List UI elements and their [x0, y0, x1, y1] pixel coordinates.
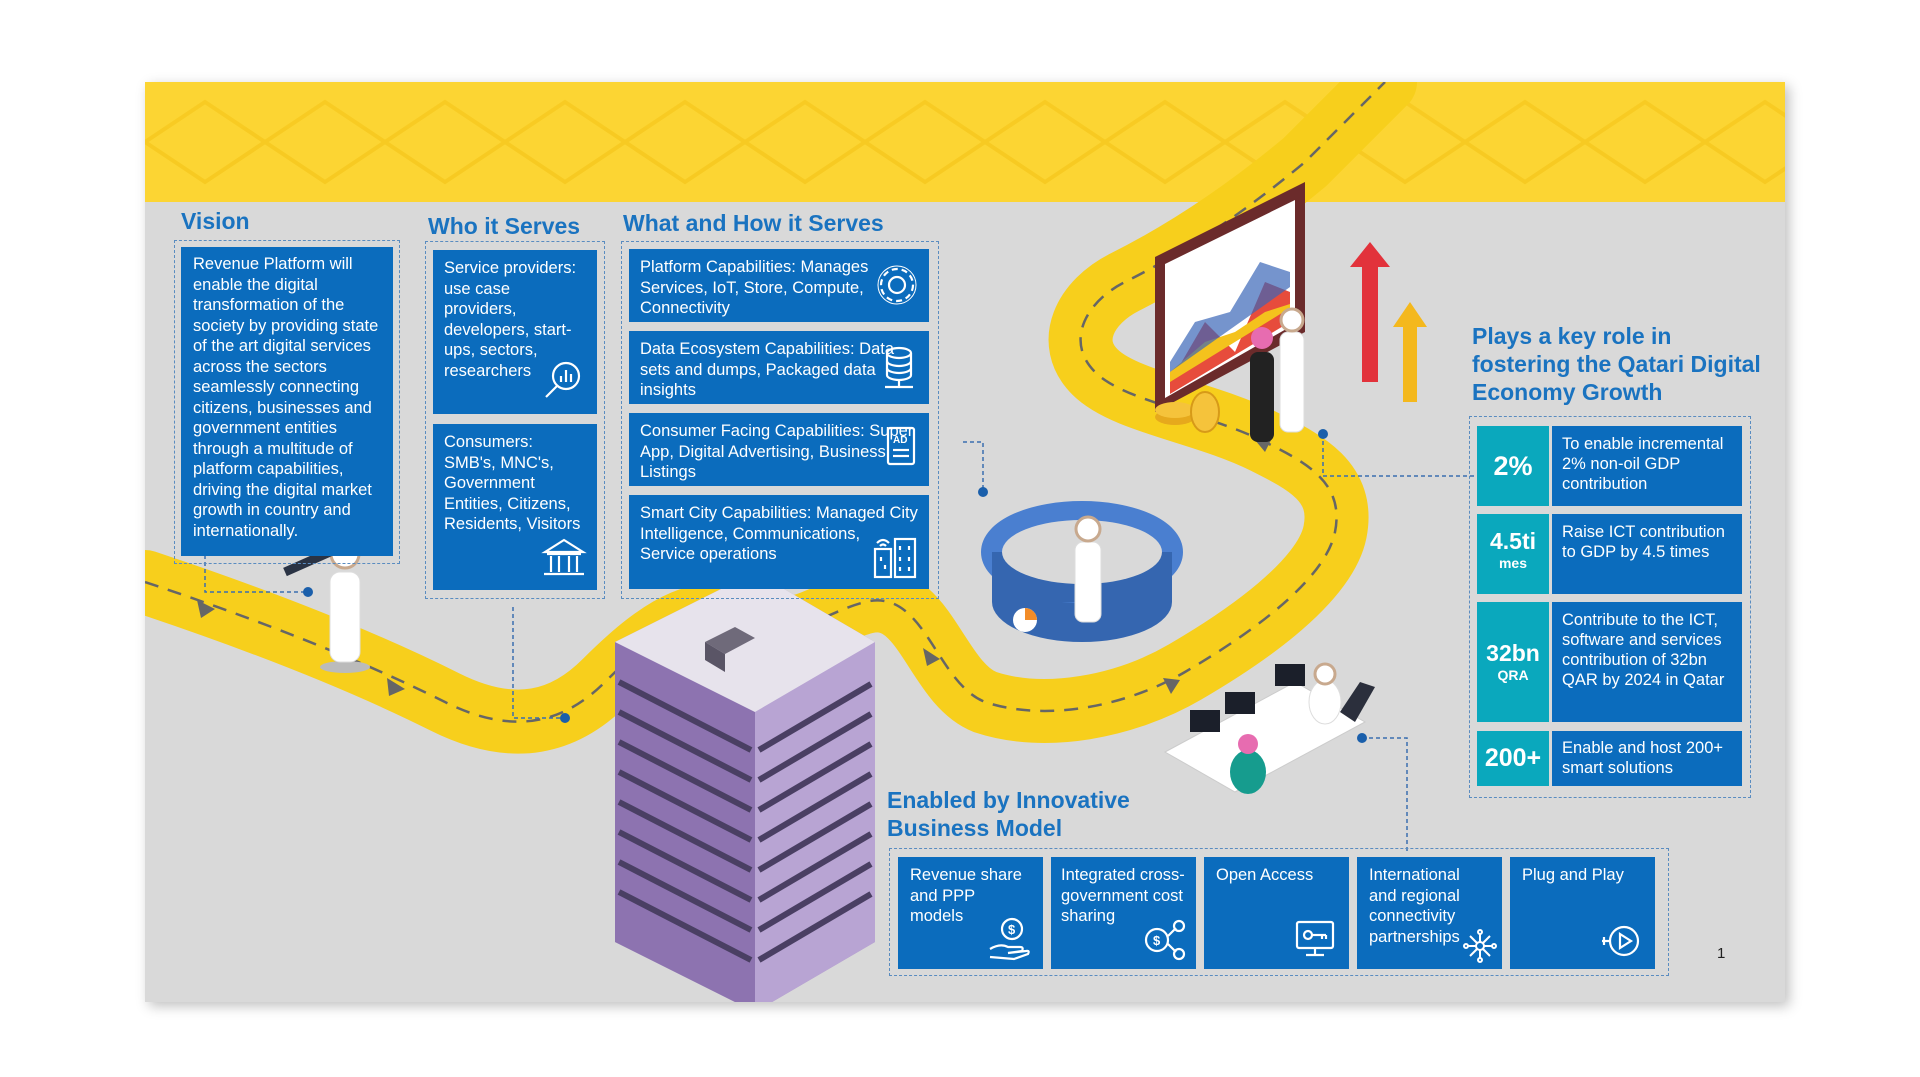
man-at-hologram [1074, 515, 1102, 623]
role-heading: Plays a key role in fostering the Qatari… [1472, 323, 1761, 405]
smart-city-icon [873, 537, 917, 579]
role-frame [1469, 416, 1751, 798]
people-at-board [1250, 307, 1305, 442]
government-building-icon [541, 538, 587, 576]
stat-value-ict-number: 4.5ti [1489, 528, 1537, 554]
gear-icon [877, 265, 917, 305]
hand-money-icon: $ [989, 917, 1030, 961]
stat-value-gdp: 2% [1477, 426, 1549, 506]
model-frame [889, 848, 1669, 976]
model-open-access-box: Open Access [1204, 857, 1349, 969]
stat-value-software-number: 32bn [1486, 640, 1540, 666]
page-number: 1 [1717, 945, 1726, 962]
stat-text-software: Contribute to the ICT, software and serv… [1552, 602, 1742, 722]
model-heading: Enabled by Innovative Business Model [887, 787, 1130, 841]
stat-value-software-unit: QRA [1497, 667, 1529, 683]
what-platform-text: Platform Capabilities: Manages Services,… [640, 258, 869, 317]
model-cost-sharing-box: Integrated cross-government cost sharing… [1051, 857, 1196, 969]
who-consumers-box: Consumers: SMB's, MNC's, Government Enti… [433, 424, 597, 590]
money-share-icon: $ [1144, 919, 1186, 961]
ad-document-icon: AD [886, 426, 916, 466]
growth-chart-board [1155, 182, 1305, 412]
what-consumer-facing-text: Consumer Facing Capabilities: Super App,… [640, 422, 914, 481]
what-frame [621, 241, 939, 599]
who-consumers-text: Consumers: SMB's, MNC's, Government Enti… [444, 433, 581, 533]
what-smart-city-box: Smart City Capabilities: Managed City In… [629, 495, 929, 589]
office-building [615, 572, 875, 1002]
who-heading: Who it Serves [428, 213, 581, 239]
what-smart-city-text: Smart City Capabilities: Managed City In… [640, 504, 918, 563]
monitor-key-icon [1295, 920, 1335, 957]
vision-text: Revenue Platform will enable the digital… [193, 255, 379, 540]
what-consumer-facing-box: Consumer Facing Capabilities: Super App,… [629, 413, 929, 486]
network-icon [1463, 929, 1497, 963]
plug-play-icon [1602, 925, 1640, 957]
database-icon [885, 346, 913, 389]
stat-value-ict: 4.5ti mes [1477, 514, 1549, 594]
model-cost-sharing-text: Integrated cross-government cost sharing [1061, 866, 1185, 925]
model-revenue-share-text: Revenue share and PPP models [910, 866, 1022, 925]
model-plug-play-text: Plug and Play [1522, 866, 1624, 884]
model-plug-play-box: Plug and Play [1510, 857, 1655, 969]
winding-road [145, 82, 1491, 1002]
stat-text-solutions: Enable and host 200+ smart solutions [1552, 731, 1742, 786]
svg-text:AD: AD [893, 435, 907, 446]
what-heading: What and How it Serves [623, 210, 884, 236]
office-workstation [1163, 662, 1375, 794]
stat-value-software: 32bn QRA [1477, 602, 1549, 722]
stat-text-ict: Raise ICT contribution to GDP by 4.5 tim… [1552, 514, 1742, 594]
model-connectivity-box: International and regional connectivity … [1357, 857, 1502, 969]
slide: Vision Revenue Platform will enable the … [145, 82, 1785, 1002]
model-revenue-share-box: Revenue share and PPP models $ [898, 857, 1043, 969]
svg-text:$: $ [1153, 933, 1161, 948]
growth-arrows [1350, 242, 1427, 402]
coins [1155, 391, 1220, 433]
who-service-providers-box: Service providers: use case providers, d… [433, 250, 597, 414]
stat-value-solutions: 200+ [1477, 731, 1549, 786]
who-frame [425, 241, 605, 599]
model-open-access-text: Open Access [1216, 866, 1314, 884]
yellow-banner [145, 82, 1785, 202]
what-platform-box: Platform Capabilities: Manages Services,… [629, 249, 929, 322]
what-data-ecosystem-box: Data Ecosystem Capabilities: Data sets a… [629, 331, 929, 404]
stat-value-ict-unit: mes [1498, 555, 1528, 571]
who-service-providers-text: Service providers: use case providers, d… [444, 259, 577, 380]
vision-frame [174, 240, 400, 564]
analytics-search-icon [545, 361, 581, 398]
vision-box: Revenue Platform will enable the digital… [181, 247, 393, 556]
model-connectivity-text: International and regional connectivity … [1369, 866, 1460, 946]
what-data-ecosystem-text: Data Ecosystem Capabilities: Data sets a… [640, 340, 895, 399]
stat-text-gdp: To enable incremental 2% non-oil GDP con… [1552, 426, 1742, 506]
vision-heading: Vision [181, 208, 250, 234]
svg-text:$: $ [1008, 922, 1016, 937]
